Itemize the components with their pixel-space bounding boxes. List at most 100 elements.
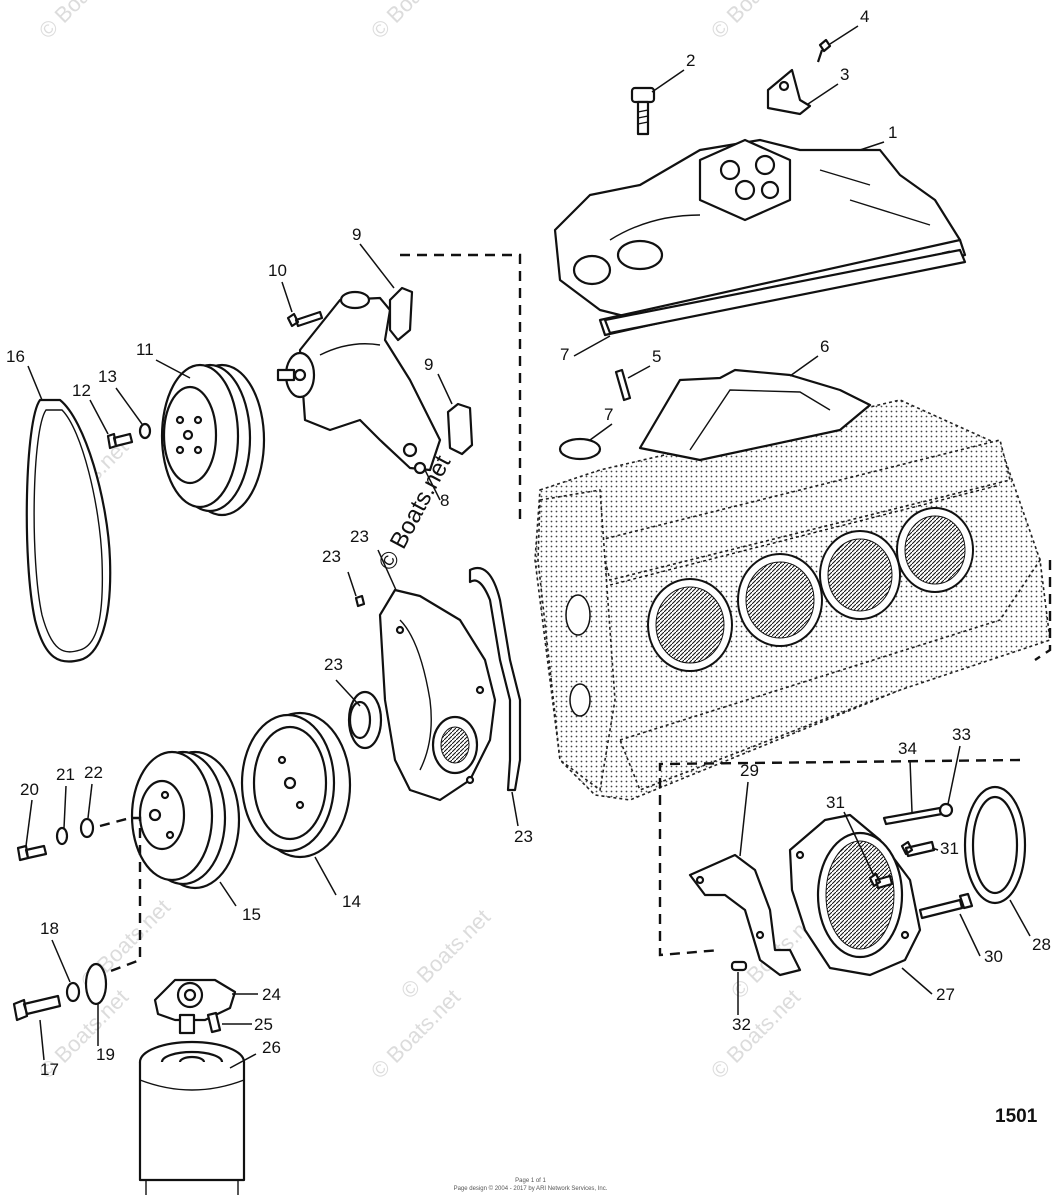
callout-32-dowel-pin[interactable]: 32 — [732, 1015, 751, 1034]
pulley-lock-washer-part — [138, 422, 152, 440]
callout-23-timing-cover-and-seal-and-gasket[interactable]: 23 — [322, 547, 341, 566]
callout-15-crankshaft-pulley[interactable]: 15 — [242, 905, 261, 924]
housing-stud-part — [882, 806, 944, 826]
water-pump — [276, 290, 442, 475]
watermark-text: © Boats.net — [34, 0, 133, 44]
leader-line-2 — [651, 69, 685, 93]
leader-line-23 — [347, 571, 357, 597]
leader-line-6 — [789, 355, 819, 377]
callout-23-timing-cover-and-seal-and-gasket[interactable]: 23 — [514, 827, 533, 846]
callout-21-pulley-lock-washer-small[interactable]: 21 — [56, 765, 75, 784]
manifold-bolt-part — [630, 86, 656, 136]
balancer-plate-washer-part — [84, 962, 108, 1006]
callout-1-intake-manifold[interactable]: 1 — [888, 123, 897, 142]
leader-line-15 — [219, 881, 237, 907]
callout-7-manifold-gasket-and-o-ring[interactable]: 7 — [604, 405, 613, 424]
callout-11-water-pump-pulley[interactable]: 11 — [136, 340, 154, 359]
timing-cover-gasket — [468, 567, 522, 792]
callout-6-valley-cover-plate[interactable]: 6 — [820, 337, 829, 356]
leader-line-7 — [573, 335, 611, 357]
leader-line-30 — [959, 913, 981, 957]
leader-line-9 — [437, 373, 453, 405]
drive-belt-part — [25, 398, 112, 663]
harmonic-balancer-part — [240, 711, 352, 859]
leader-line-8 — [424, 469, 441, 501]
leader-line-21 — [63, 785, 67, 829]
callout-31-housing-bolt[interactable]: 31 — [826, 793, 845, 812]
callout-14-harmonic-balancer[interactable]: 14 — [342, 892, 361, 911]
callout-18-balancer-washer[interactable]: 18 — [40, 919, 59, 938]
leader-line-7 — [589, 423, 613, 441]
housing-bolt-lower — [900, 840, 936, 858]
leader-line-11 — [155, 359, 191, 379]
footer-page-count: Page 1 of 1 — [515, 1178, 546, 1184]
callout-17-balancer-bolt[interactable]: 17 — [40, 1060, 59, 1079]
callout-8-water-pump-body[interactable]: 8 — [440, 491, 449, 510]
leader-line-10 — [281, 281, 293, 313]
leader-line-26 — [229, 1053, 257, 1069]
callout-28-rear-main-seal[interactable]: 28 — [1032, 935, 1051, 954]
callout-12-pulley-bolt[interactable]: 12 — [72, 381, 91, 400]
manifold-o-ring — [558, 437, 602, 461]
callout-13-pulley-lock-washer[interactable]: 13 — [98, 367, 117, 386]
leader-line-9 — [359, 243, 395, 289]
watermark-text: © Boats.net — [366, 0, 465, 44]
watermark-text: © Boats.net — [706, 984, 805, 1083]
water-pump-gasket-lower — [446, 402, 474, 456]
callout-27-rear-main-seal-housing[interactable]: 27 — [936, 985, 955, 1004]
timing-cover-seal — [347, 690, 383, 750]
seal-housing-gasket-part — [688, 853, 802, 977]
water-pump-bolt-part — [286, 310, 324, 328]
callout-26-oil-filter[interactable]: 26 — [262, 1038, 281, 1057]
figure-number: 1501 — [995, 1106, 1038, 1127]
callout-19-balancer-plate-washer[interactable]: 19 — [96, 1045, 115, 1064]
rear-main-seal-part — [963, 785, 1027, 905]
callout-23-timing-cover-and-seal-and-gasket[interactable]: 23 — [350, 527, 369, 546]
callout-22-pulley-flat-washer[interactable]: 22 — [84, 763, 103, 782]
callout-2-manifold-bolt[interactable]: 2 — [686, 51, 695, 70]
callout-33-stud-nut[interactable]: 33 — [952, 725, 971, 744]
timing-cover-screw — [354, 594, 366, 608]
page-footer: Page 1 of 1 Page design © 2004 - 2017 by… — [0, 1177, 1061, 1193]
group-bracket-upper — [400, 253, 522, 520]
crankshaft-pulley-part — [130, 750, 241, 890]
dowel-pin-part — [730, 960, 748, 972]
leader-line-22 — [87, 783, 93, 819]
callout-4-bracket-screw[interactable]: 4 — [860, 7, 869, 26]
callout-9-water-pump-gasket[interactable]: 9 — [352, 225, 361, 244]
housing-screw-part — [918, 892, 974, 920]
leader-line-20 — [25, 799, 33, 847]
callout-10-water-pump-bolt[interactable]: 10 — [268, 261, 287, 280]
callout-20-pulley-screw[interactable]: 20 — [20, 780, 39, 799]
callout-30-housing-screw[interactable]: 30 — [984, 947, 1003, 966]
callout-9-water-pump-gasket[interactable]: 9 — [424, 355, 433, 374]
rear-main-seal-housing-part — [788, 813, 922, 977]
leader-line-5 — [627, 365, 651, 379]
callout-34-housing-stud[interactable]: 34 — [898, 739, 917, 758]
callout-24-oil-filter-adapter[interactable]: 24 — [262, 985, 281, 1004]
callout-7-manifold-gasket-and-o-ring[interactable]: 7 — [560, 345, 569, 364]
leader-line-14 — [314, 856, 337, 896]
leader-line-23 — [511, 791, 519, 827]
pulley-flat-washer-part — [79, 817, 95, 839]
callout-5-stud[interactable]: 5 — [652, 347, 661, 366]
callout-leaders — [25, 25, 1031, 1069]
callout-16-drive-belt[interactable]: 16 — [6, 347, 25, 366]
leader-line-13 — [115, 387, 143, 425]
pulley-lock-washer-small-part — [55, 826, 69, 846]
leader-line-17 — [39, 1019, 45, 1061]
leader-line-27 — [901, 967, 933, 995]
leader-line-4 — [829, 25, 859, 45]
leader-line-34 — [909, 759, 913, 813]
leader-line-1 — [859, 141, 885, 151]
callout-25-adapter-screw[interactable]: 25 — [254, 1015, 273, 1034]
callout-23-timing-cover-and-seal-and-gasket[interactable]: 23 — [324, 655, 343, 674]
callout-3-lifting-bracket[interactable]: 3 — [840, 65, 849, 84]
watermark-text: © Boats.net — [706, 0, 805, 44]
group-bracket-rear-seal — [658, 758, 1021, 957]
callout-31-housing-bolt[interactable]: 31 — [940, 839, 959, 858]
callout-29-seal-housing-gasket[interactable]: 29 — [740, 761, 759, 780]
leader-line-12 — [89, 399, 109, 435]
